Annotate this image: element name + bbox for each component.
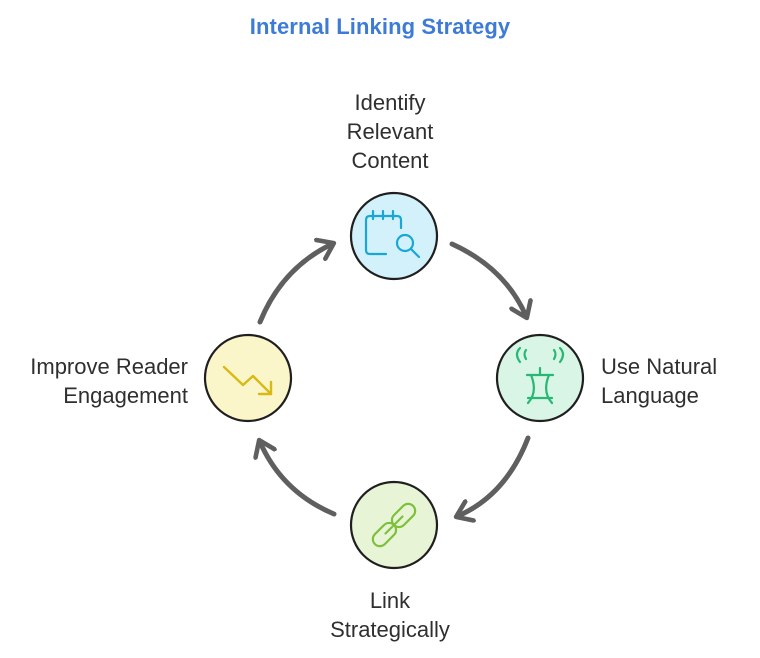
label-identify-relevant-content: Identify Relevant Content — [270, 88, 510, 175]
arrow-top-to-right — [449, 241, 526, 316]
label-link-strategically: Link Strategically — [270, 586, 510, 644]
label-line: Identify — [354, 90, 426, 115]
arrow-bottom-to-left — [260, 442, 337, 517]
label-line: Relevant — [346, 119, 434, 144]
diagram-title: Internal Linking Strategy — [249, 14, 511, 39]
link-icon — [371, 502, 417, 548]
label-line: Strategically — [330, 617, 450, 642]
node-identify-relevant-content — [349, 191, 439, 281]
label-use-natural-language: Use Natural Language — [601, 352, 717, 410]
label-improve-reader-engagement: Improve Reader Engagement — [0, 352, 188, 410]
label-line: Improve Reader — [30, 354, 188, 379]
trending-down-icon — [222, 365, 273, 396]
node-link-strategically — [349, 480, 439, 570]
node-improve-reader-engagement — [203, 333, 293, 423]
calendar-search-icon — [364, 209, 421, 259]
arrow-right-to-bottom — [458, 435, 531, 516]
node-use-natural-language — [495, 333, 585, 423]
label-line: Content — [351, 148, 429, 173]
label-line: Language — [601, 383, 699, 408]
label-line: Engagement — [63, 383, 188, 408]
label-line: Use Natural — [601, 354, 718, 379]
translate-icon — [515, 346, 565, 405]
arrow-left-to-top — [257, 244, 332, 325]
label-line: Link — [369, 588, 411, 613]
